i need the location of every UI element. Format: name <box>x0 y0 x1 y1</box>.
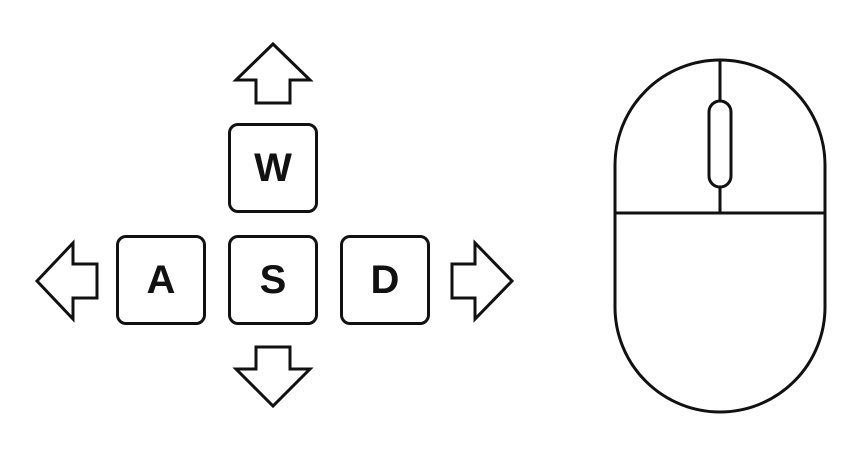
key-a: A <box>116 235 206 325</box>
key-w: W <box>228 123 318 213</box>
scroll-wheel-icon <box>707 99 733 189</box>
key-d: D <box>340 235 430 325</box>
key-s: S <box>228 235 318 325</box>
arrow-left-icon <box>34 239 99 323</box>
arrow-right-icon <box>450 239 515 323</box>
arrow-down-icon <box>232 345 314 409</box>
arrow-up-icon <box>232 41 314 105</box>
